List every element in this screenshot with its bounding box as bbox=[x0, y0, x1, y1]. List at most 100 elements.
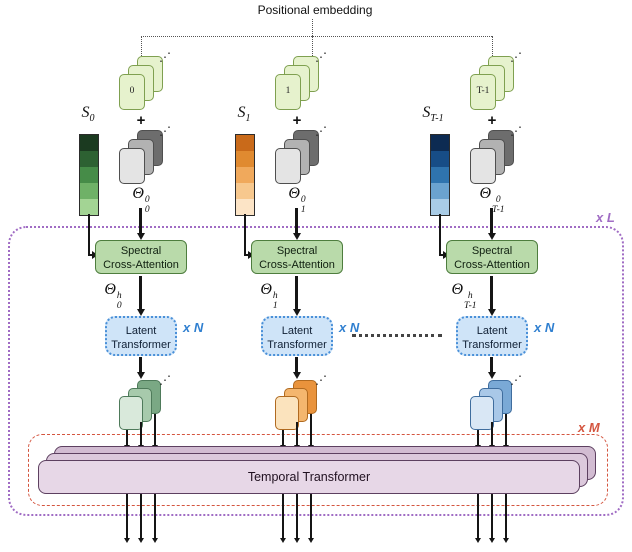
ellipsis-icon: ⋰ bbox=[159, 373, 171, 387]
arrow-into-temporal bbox=[477, 430, 479, 445]
lt-label-line2: Transformer bbox=[462, 339, 522, 352]
pos-token-stack: 0 ⋰ bbox=[119, 50, 171, 114]
spectrum-label: ST-1 bbox=[422, 104, 444, 125]
spectral-cross-attention-box: Spectral Cross-Attention bbox=[446, 240, 538, 274]
layer-loop-box bbox=[8, 226, 624, 516]
latent-repeat-label: x N bbox=[339, 320, 360, 335]
bar-segment bbox=[80, 167, 98, 183]
output-token-stack: ⋰ bbox=[119, 373, 171, 438]
temporal-loop-box bbox=[28, 434, 608, 506]
arrow-tokens-to-sca bbox=[490, 208, 493, 233]
arrow-output-bottom bbox=[477, 494, 479, 538]
bar-segment bbox=[431, 167, 449, 183]
arrow-into-temporal bbox=[310, 414, 312, 445]
sca-label-line2: Cross-Attention bbox=[259, 259, 335, 272]
lt-label-line1: Latent bbox=[281, 325, 313, 337]
pos-token-stack: T-1 ⋰ bbox=[470, 50, 522, 114]
latent-transformer-box: Latent Transformer bbox=[261, 316, 333, 356]
arrow-output-bottom bbox=[282, 494, 284, 538]
latent-token-stack: ⋰ bbox=[470, 124, 522, 188]
arrow-output-bottom bbox=[154, 494, 156, 538]
output-token-card bbox=[470, 396, 494, 430]
arrow-tokens-to-sca bbox=[295, 208, 298, 233]
arrow-into-temporal bbox=[140, 422, 142, 445]
output-token-stack: ⋰ bbox=[470, 373, 522, 438]
pos-token-stack: 1 ⋰ bbox=[275, 50, 327, 114]
sca-label-line1: Spectral bbox=[471, 245, 513, 257]
arrow-output-bottom bbox=[310, 494, 312, 538]
bar-segment bbox=[431, 135, 449, 151]
ellipsis-icon: ⋰ bbox=[315, 373, 327, 387]
arrow-output-bottom bbox=[140, 494, 142, 538]
bar-segment bbox=[80, 199, 98, 215]
sca-label-line1: Spectral bbox=[120, 245, 162, 257]
arrow-output-bottom bbox=[505, 494, 507, 538]
bar-segment bbox=[431, 183, 449, 199]
arrow-latent-to-output bbox=[139, 357, 142, 372]
bar-segment bbox=[236, 151, 254, 167]
pos-token-card: T-1 bbox=[470, 74, 496, 110]
temporal-repeat-label: x M bbox=[578, 420, 600, 435]
spectrum-elbow-line bbox=[439, 214, 441, 256]
sca-label-line2: Cross-Attention bbox=[103, 259, 179, 272]
ellipsis-icon: ⋰ bbox=[510, 50, 522, 64]
sca-label-line2: Cross-Attention bbox=[454, 259, 530, 272]
spectrum-arrow bbox=[88, 254, 92, 256]
arrow-into-temporal bbox=[282, 430, 284, 445]
pos-embed-connector-bus bbox=[141, 36, 492, 37]
ellipsis-icon: ⋰ bbox=[315, 50, 327, 64]
bar-segment bbox=[80, 183, 98, 199]
bar-segment bbox=[236, 167, 254, 183]
ellipsis-icon: ⋰ bbox=[510, 124, 522, 138]
pos-embed-connector-drop-1 bbox=[312, 36, 313, 56]
spectrum-elbow-line bbox=[244, 214, 246, 256]
lt-label-line2: Transformer bbox=[111, 339, 171, 352]
bar-segment bbox=[236, 199, 254, 215]
latent-repeat-label: x N bbox=[183, 320, 204, 335]
arrow-into-temporal bbox=[296, 422, 298, 445]
spectrum-arrow bbox=[439, 254, 443, 256]
bar-segment bbox=[80, 135, 98, 151]
outer-repeat-label: x L bbox=[596, 210, 615, 225]
latent-token-card bbox=[275, 148, 301, 184]
bar-segment bbox=[80, 151, 98, 167]
ellipsis-icon: ⋰ bbox=[159, 50, 171, 64]
temporal-transformer-label: Temporal Transformer bbox=[247, 470, 371, 484]
latent-token-card bbox=[470, 148, 496, 184]
arrow-sca-to-latent bbox=[295, 276, 298, 309]
arrow-into-temporal bbox=[491, 422, 493, 445]
latent-repeat-label: x N bbox=[534, 320, 555, 335]
lt-label-line1: Latent bbox=[476, 325, 508, 337]
output-token-card bbox=[275, 396, 299, 430]
ellipsis-icon: ⋰ bbox=[315, 124, 327, 138]
pos-embed-connector-drop-2 bbox=[492, 36, 493, 56]
spectrum-elbow-line bbox=[88, 214, 90, 256]
lt-label-line2: Transformer bbox=[267, 339, 327, 352]
latent-token-stack: ⋰ bbox=[119, 124, 171, 188]
arrow-sca-to-latent bbox=[139, 276, 142, 309]
latent-transformer-box: Latent Transformer bbox=[105, 316, 177, 356]
arrow-into-temporal bbox=[154, 414, 156, 445]
arrow-sca-to-latent bbox=[490, 276, 493, 309]
pos-embed-connector-drop-0 bbox=[141, 36, 142, 56]
spectrum-label: S1 bbox=[237, 104, 251, 125]
spectral-cross-attention-box: Spectral Cross-Attention bbox=[251, 240, 343, 274]
lt-label-line1: Latent bbox=[125, 325, 157, 337]
pos-token-index: 1 bbox=[285, 86, 291, 96]
latent-token-stack: ⋰ bbox=[275, 124, 327, 188]
spectral-cross-attention-box: Spectral Cross-Attention bbox=[95, 240, 187, 274]
sca-label-line1: Spectral bbox=[276, 245, 318, 257]
plus-operator: + bbox=[487, 112, 497, 129]
pos-token-card: 0 bbox=[119, 74, 145, 110]
bar-segment bbox=[236, 183, 254, 199]
spectrum-bar bbox=[235, 134, 255, 216]
pos-token-index: T-1 bbox=[476, 86, 490, 96]
spectrum-bar bbox=[79, 134, 99, 216]
